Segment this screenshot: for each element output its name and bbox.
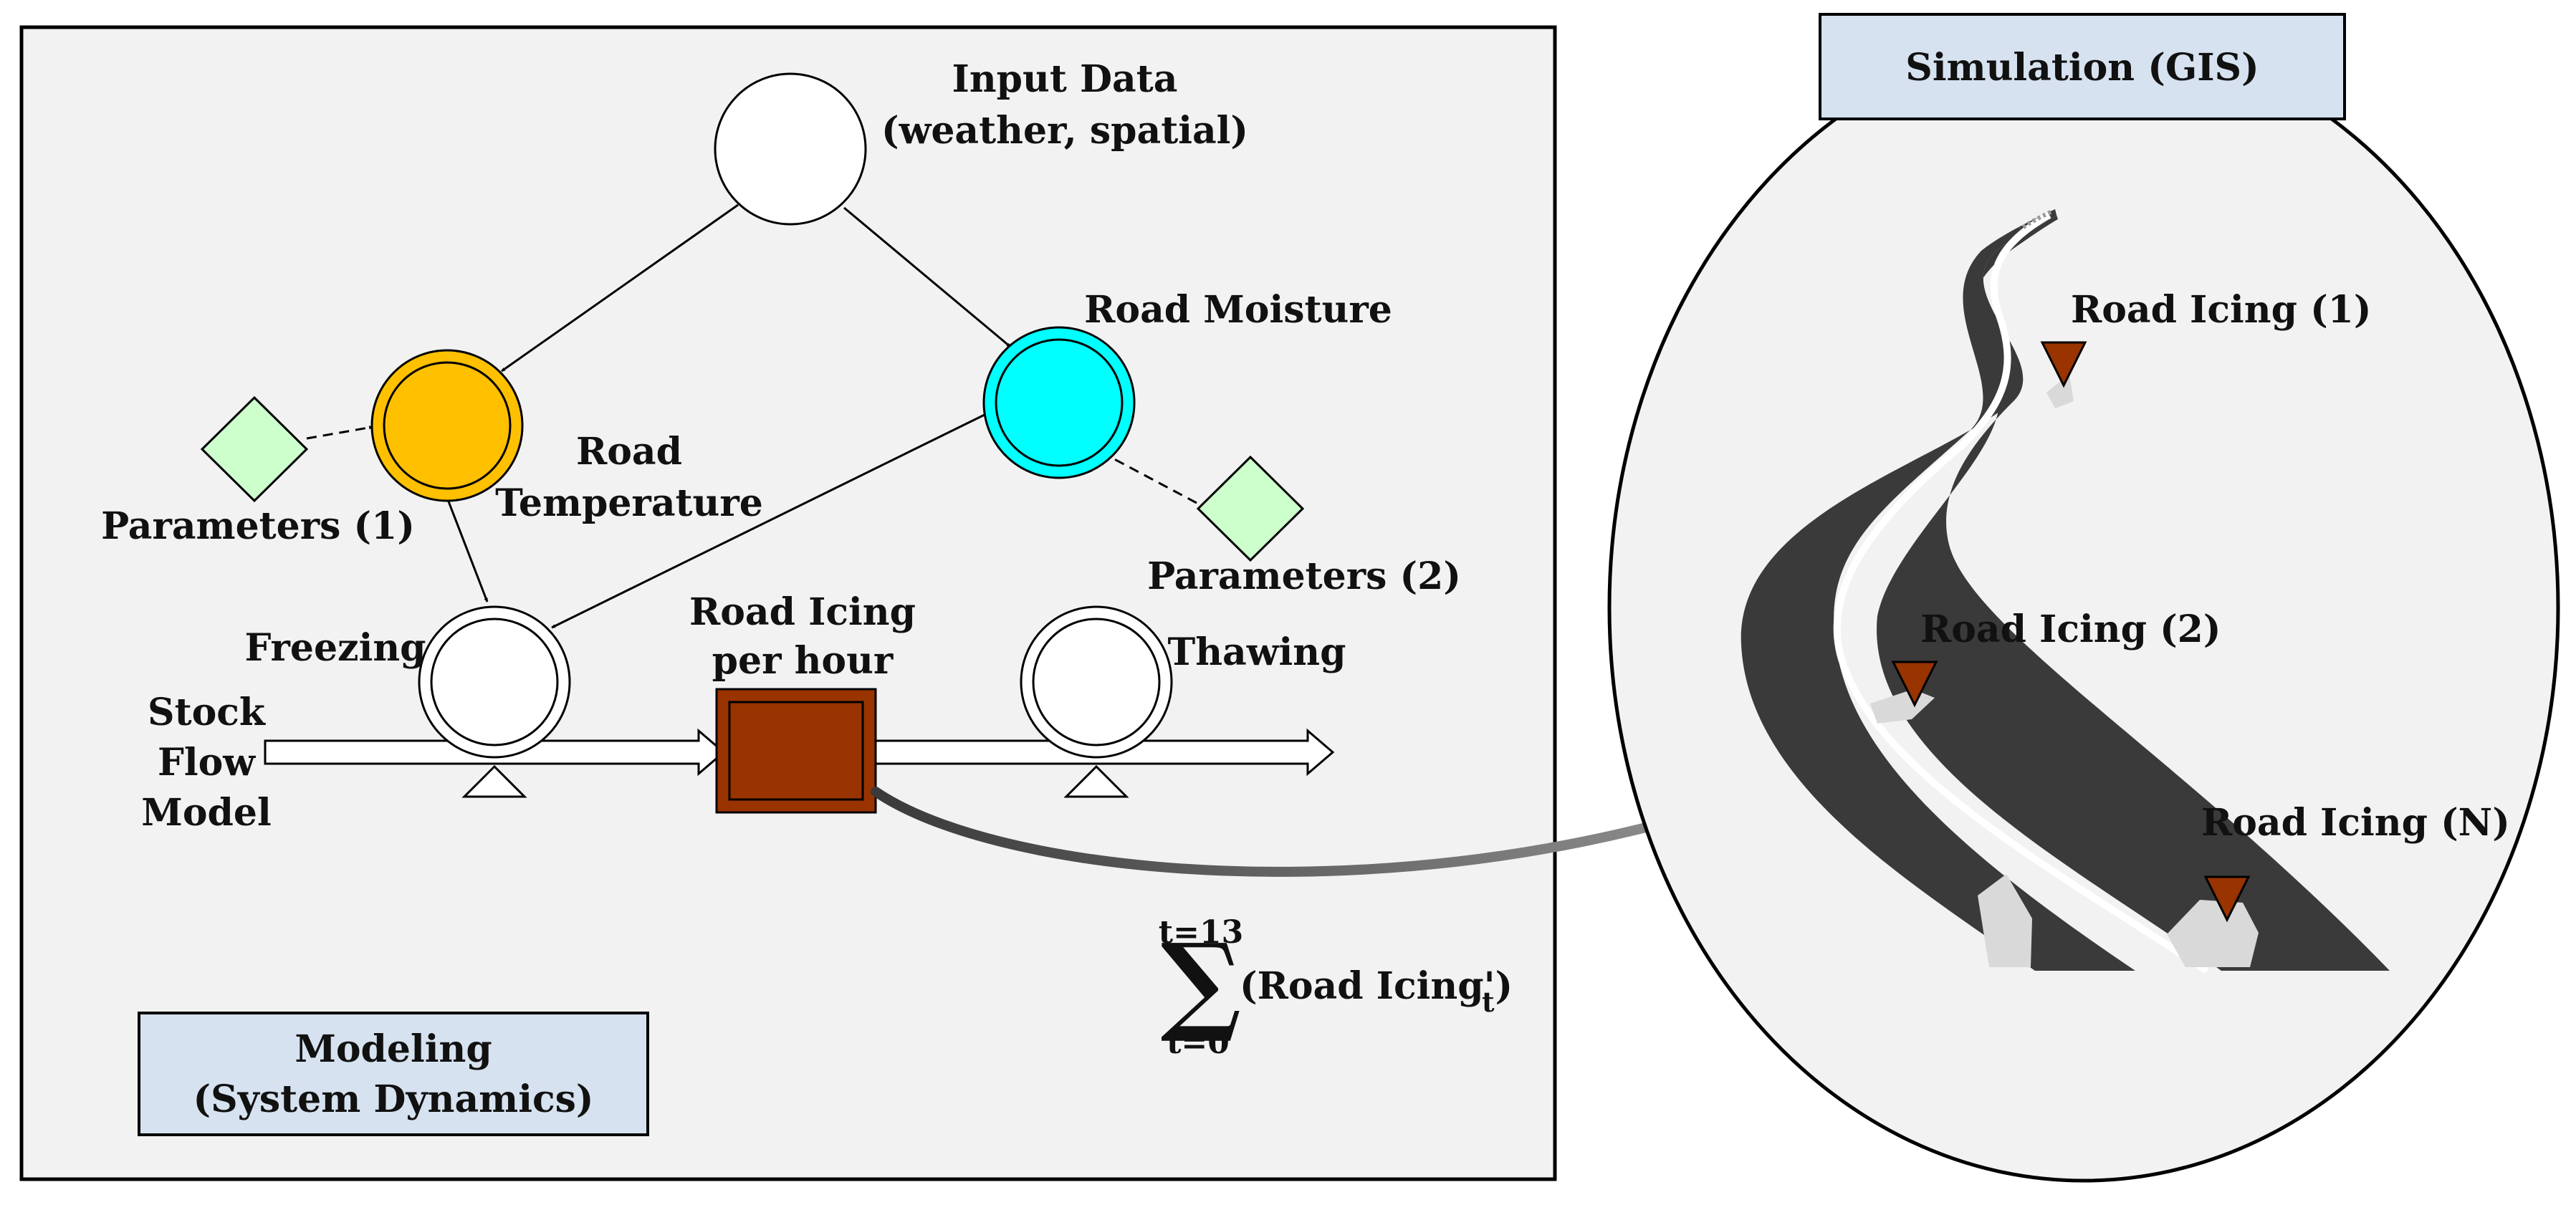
modeling-title-line1: Modeling	[295, 1027, 492, 1071]
road-icing-1-label: Road Icing (1)	[2071, 288, 2371, 332]
freezing-node-inner	[430, 618, 559, 746]
road-moisture-node	[982, 326, 1136, 479]
road-tail	[2019, 210, 2052, 231]
ice-patch-3	[1978, 874, 2032, 967]
link-moisture-to-freezing	[551, 411, 990, 629]
parameters-1-label: Parameters (1)	[101, 504, 415, 548]
road-icing-2-label: Road Icing (2)	[1920, 608, 2221, 651]
freezing-valve-triangle	[461, 764, 527, 798]
summation-subscript: t	[1482, 986, 1495, 1018]
freezing-node	[418, 605, 571, 759]
summation-term: (Road Icing')	[1240, 964, 1513, 1008]
road-icing-per-hour-label-2: per hour	[712, 639, 894, 683]
modeling-title-line2: (System Dynamics)	[193, 1077, 594, 1121]
road-graphic	[1741, 209, 2390, 974]
road-icing-2-marker	[1891, 661, 1938, 708]
road-temperature-node-inner	[383, 361, 512, 490]
road-icing-stock-inner	[728, 701, 864, 801]
parameters-2-diamond	[1196, 455, 1305, 562]
thawing-label: Thawing	[1168, 630, 1346, 674]
stock-flow-model-label-3: Model	[141, 791, 271, 835]
road-temperature-node	[370, 349, 524, 502]
ice-patch-1	[2046, 374, 2074, 408]
simulation-title: Simulation (GIS)	[1905, 46, 2259, 90]
simulation-title-box	[1819, 13, 2346, 120]
road-surface	[1741, 209, 2135, 971]
ice-patch-4	[2167, 900, 2259, 967]
thawing-node-inner	[1032, 618, 1161, 746]
summation-upper-limit: t=13	[1159, 914, 1243, 951]
link-params1-to-temperature	[306, 426, 373, 440]
road-icing-n-marker	[2203, 875, 2251, 923]
input-data-node	[714, 72, 867, 226]
road-icing-per-hour-label-1: Road Icing	[689, 590, 916, 634]
input-data-label-1: Input Data	[952, 57, 1178, 101]
stock-flow-model-label-2: Flow	[158, 741, 256, 784]
link-input-to-temperature	[501, 203, 739, 373]
road-surface-right	[1877, 215, 2390, 971]
road-temperature-label-1: Road	[576, 430, 682, 474]
summation-lower-limit: t=0	[1167, 1024, 1230, 1061]
road-center-line	[1833, 211, 2209, 974]
parameters-1-diamond	[200, 395, 309, 503]
link-input-to-moisture	[843, 206, 1011, 348]
road-temperature-label-2: Temperature	[495, 481, 763, 525]
thawing-valve-triangle	[1063, 764, 1129, 798]
input-data-label-2: (weather, spatial)	[881, 109, 1248, 153]
freezing-label: Freezing	[244, 626, 426, 670]
road-moisture-label: Road Moisture	[1084, 288, 1392, 332]
road-icing-n-label: Road Icing (N)	[2201, 801, 2510, 845]
road-moisture-node-inner	[995, 338, 1124, 467]
modeling-title-box	[138, 1012, 649, 1136]
summation-symbol: ∑	[1161, 920, 1242, 1046]
link-temperature-to-freezing	[447, 501, 489, 602]
stock-flow-model-label-1: Stock	[148, 691, 266, 734]
road-icing-1-marker	[2040, 341, 2087, 388]
parameters-2-label: Parameters (2)	[1147, 555, 1461, 598]
link-params2-to-moisture	[1107, 454, 1197, 504]
thawing-node	[1020, 605, 1173, 759]
road-icing-stock	[715, 688, 877, 814]
